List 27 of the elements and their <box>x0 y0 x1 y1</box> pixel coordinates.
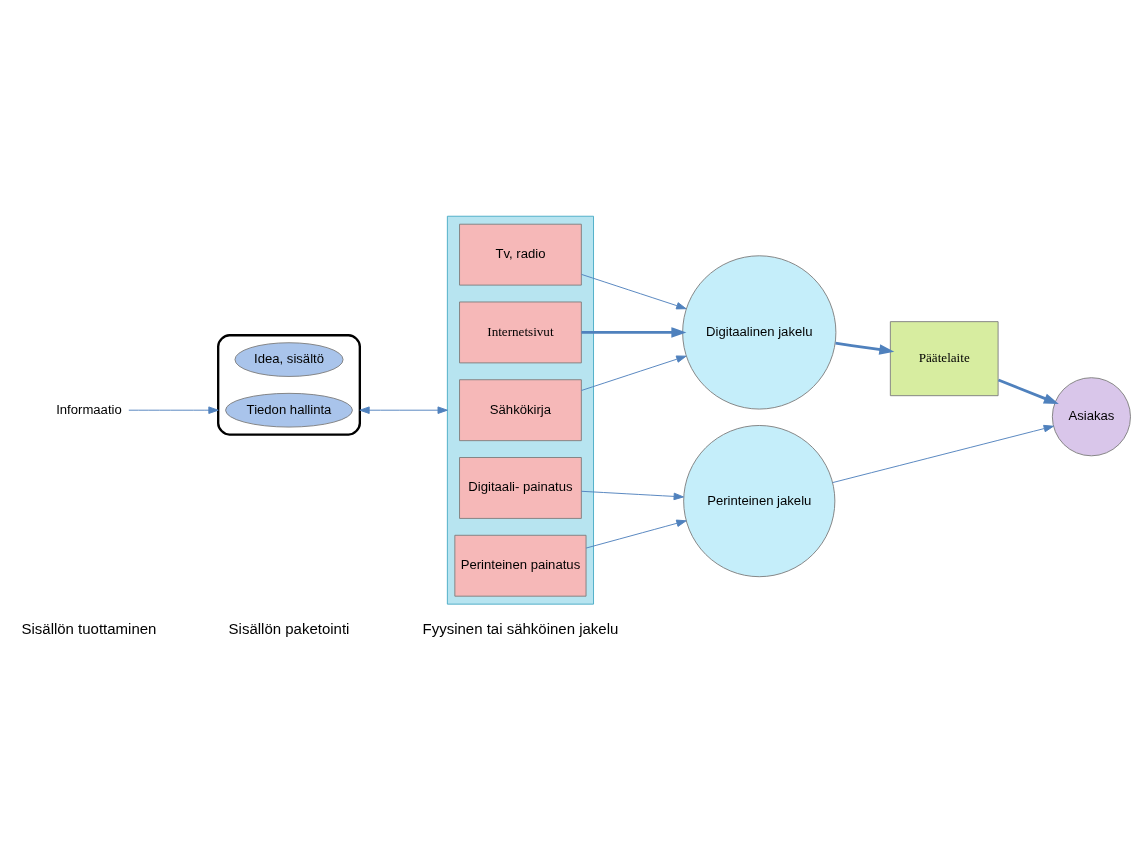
arrow <box>581 355 687 391</box>
node-text: Informaatio <box>56 401 122 417</box>
node-box: Tv, radio <box>459 223 582 286</box>
arrow <box>128 406 219 414</box>
arrow <box>997 378 1059 405</box>
node-ellipse: Tiedon hallinta <box>225 392 353 428</box>
cluster <box>217 334 361 436</box>
node-box: Perinteinen painatus <box>454 534 587 597</box>
node-circle: Digitaalinen jakelu <box>682 255 837 410</box>
arrow <box>585 519 687 549</box>
node-box: Päätelaite <box>889 321 999 397</box>
label: Sisällön tuottaminen <box>21 619 157 637</box>
arrow <box>581 327 687 338</box>
node-box: Internetsivut <box>459 301 582 364</box>
node-box: Sähkökirja <box>459 379 582 442</box>
arrow <box>832 424 1054 484</box>
arrow <box>359 406 448 414</box>
label: Sisällön paketointi <box>228 619 350 637</box>
node-circle: Asiakas <box>1051 377 1131 457</box>
node-circle: Perinteinen jakelu <box>683 425 836 578</box>
label: Fyysinen tai sähköinen jakelu <box>422 619 619 637</box>
arrow <box>835 341 895 355</box>
node-ellipse: Idea, sisältö <box>234 342 344 377</box>
cluster <box>446 215 594 605</box>
arrow <box>581 490 684 501</box>
node-box: Digitaali- painatus <box>459 457 582 519</box>
arrow <box>581 273 687 310</box>
